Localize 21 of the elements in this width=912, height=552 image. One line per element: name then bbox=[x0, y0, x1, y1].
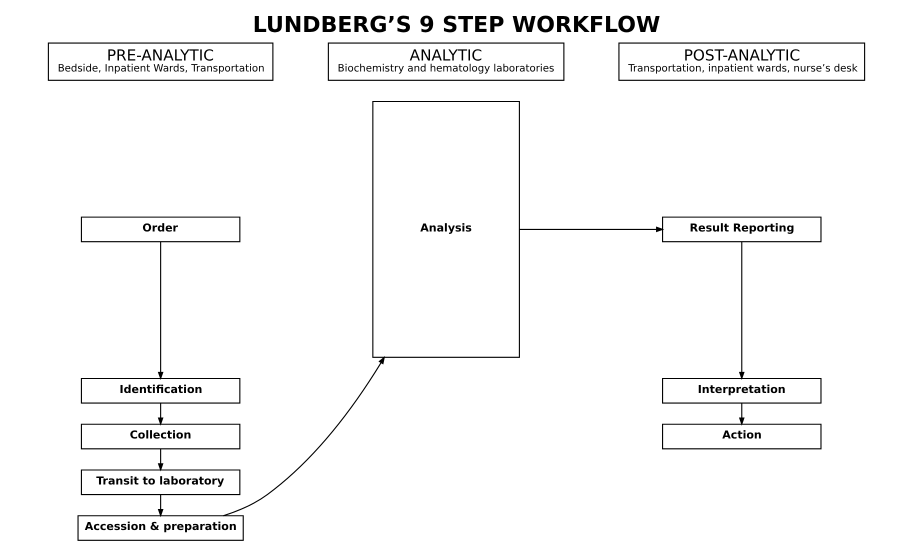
arrow bbox=[222, 356, 385, 516]
arrow bbox=[157, 403, 163, 426]
arrow bbox=[518, 226, 664, 232]
arrow bbox=[157, 448, 163, 472]
diagram-title: LUNDBERG’S 9 STEP WORKFLOW bbox=[252, 12, 660, 38]
node-box: Interpretation bbox=[662, 378, 822, 404]
node-box: Transit to laboratory bbox=[80, 469, 240, 496]
node-box: Analysis bbox=[372, 100, 520, 358]
arrow bbox=[738, 242, 744, 380]
arrow bbox=[157, 494, 163, 518]
node-box: POST-ANALYTIC Transportation, inpatient wards, nurse’s desk bbox=[618, 42, 865, 81]
arrow bbox=[157, 242, 163, 380]
node-box: Identification bbox=[80, 378, 240, 404]
arrow bbox=[738, 403, 744, 426]
node-box: Collection bbox=[80, 424, 240, 450]
node-box: Accession & preparation bbox=[77, 515, 244, 541]
node-box: ANALYTIC Biochemistry and hematology laboratories bbox=[327, 42, 564, 81]
node-box: PRE-ANALYTIC Bedside, Inpatient Wards, Transportation bbox=[47, 42, 273, 81]
node-box: Action bbox=[662, 424, 822, 450]
node-box: Order bbox=[80, 216, 240, 242]
node-box: Result Reporting bbox=[662, 216, 822, 242]
